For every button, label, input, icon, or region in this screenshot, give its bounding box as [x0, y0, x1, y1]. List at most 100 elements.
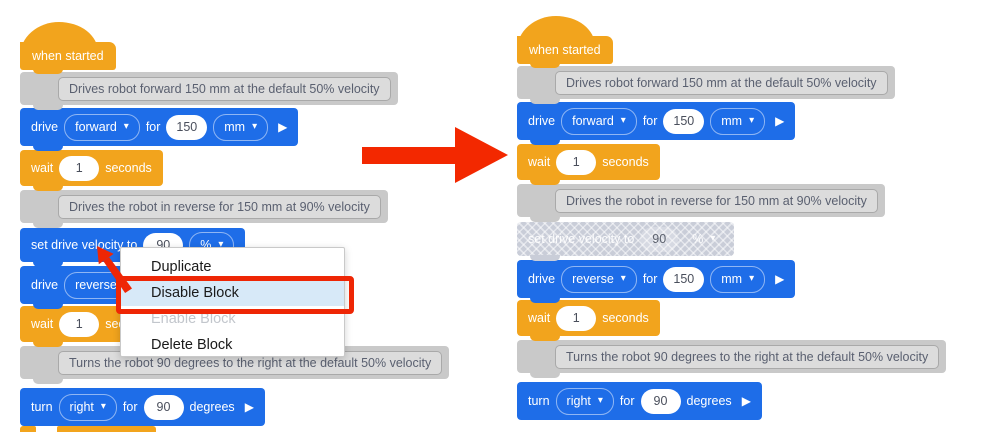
distance-input[interactable]: 150 — [166, 114, 208, 140]
direction-dropdown[interactable]: forward ▾ — [64, 113, 140, 141]
set-drive-velocity-block-disabled[interactable]: set drive velocity to 90 % ▾ — [517, 222, 734, 261]
comment-text: Drives robot forward 150 mm at the defau… — [58, 76, 391, 101]
block-label: for — [145, 120, 161, 134]
block-label: drive — [528, 272, 556, 286]
direction-dropdown[interactable]: right ▾ — [58, 393, 117, 421]
chevron-down-icon: ▾ — [123, 121, 129, 132]
menu-item-duplicate[interactable]: Duplicate — [151, 259, 212, 275]
comment-block[interactable]: Drives robot forward 150 mm at the defau… — [20, 72, 398, 110]
menu-item-delete-block[interactable]: Delete Block — [151, 337, 233, 353]
block-bump — [33, 185, 63, 191]
chevron-down-icon: ▾ — [597, 395, 603, 406]
block-bump — [530, 255, 560, 261]
partial-block — [20, 426, 36, 432]
expand-arrow-icon: ▶ — [278, 120, 288, 134]
block-label: for — [122, 400, 138, 414]
menu-item-enable-block[interactable]: Enable Block — [151, 311, 236, 327]
block-bump — [530, 179, 560, 185]
hat-label: when started — [529, 43, 601, 57]
block-bump — [33, 145, 63, 151]
direction-dropdown[interactable]: reverse ▾ — [561, 265, 637, 293]
expand-arrow-icon: ▶ — [244, 400, 254, 414]
turn-block[interactable]: turn right ▾ for 90 degrees ▶ — [20, 388, 265, 426]
block-label: for — [619, 394, 635, 408]
expand-arrow-icon: ▶ — [775, 272, 785, 286]
direction-dropdown[interactable]: right ▾ — [555, 387, 614, 415]
unit-dropdown[interactable]: mm ▾ — [710, 107, 766, 135]
dropdown-value: mm — [721, 114, 743, 128]
block-bump — [530, 335, 560, 341]
direction-dropdown[interactable]: forward ▾ — [561, 107, 637, 135]
block-bump — [33, 104, 63, 110]
block-label: turn — [31, 400, 53, 414]
comment-block[interactable]: Drives the robot in reverse for 150 mm a… — [20, 190, 388, 228]
wait-block[interactable]: wait 1 seconds — [20, 150, 163, 191]
hat-label: when started — [32, 49, 104, 63]
dropdown-value: % — [692, 232, 704, 246]
dropdown-value: mm — [721, 272, 743, 286]
drive-reverse-block[interactable]: drive reverse ▾ for 150 mm ▾ ▶ — [517, 260, 796, 303]
dropdown-value: right — [69, 400, 94, 414]
hat-body — [20, 42, 116, 70]
block-label: wait — [31, 161, 54, 175]
comment-block[interactable]: Drives robot forward 150 mm at the defau… — [517, 66, 895, 104]
block-label: degrees — [189, 400, 235, 414]
block-label: drive — [528, 114, 556, 128]
cursor-arrow-icon — [97, 246, 132, 293]
chevron-down-icon: ▾ — [100, 401, 106, 412]
transition-arrow-shaft — [362, 147, 457, 164]
chevron-down-icon: ▾ — [252, 121, 258, 132]
chevron-down-icon: ▾ — [620, 273, 626, 284]
dropdown-value: right — [566, 394, 591, 408]
dropdown-value: % — [200, 238, 212, 252]
comment-text: Drives the robot in reverse for 150 mm a… — [58, 194, 381, 219]
block-bump — [33, 222, 63, 228]
unit-dropdown[interactable]: mm ▾ — [213, 113, 269, 141]
highlight-rectangle — [116, 276, 354, 314]
distance-input[interactable]: 150 — [663, 266, 705, 292]
seconds-input[interactable]: 1 — [556, 149, 597, 175]
block-bump — [33, 68, 63, 74]
comment-text: Drives the robot in reverse for 150 mm a… — [555, 188, 878, 213]
wait-block[interactable]: wait 1 seconds — [517, 144, 660, 185]
hat-body — [517, 36, 613, 64]
chevron-down-icon: ▾ — [749, 115, 755, 126]
block-bump — [530, 216, 560, 222]
degrees-input[interactable]: 90 — [143, 394, 184, 420]
block-bump — [33, 303, 63, 309]
seconds-input[interactable]: 1 — [59, 311, 100, 337]
unit-dropdown[interactable]: % ▾ — [684, 232, 723, 246]
comment-block[interactable]: Turns the robot 90 degrees to the right … — [20, 346, 450, 384]
transition-arrow-icon — [455, 127, 508, 183]
context-menu: Duplicate Disable Block Enable Block Del… — [120, 247, 345, 357]
dropdown-value: mm — [224, 120, 246, 134]
comment-text: Drives robot forward 150 mm at the defau… — [555, 70, 888, 95]
chevron-down-icon: ▾ — [218, 239, 224, 250]
block-label: for — [642, 272, 658, 286]
comment-block[interactable]: Drives the robot in reverse for 150 mm a… — [517, 184, 885, 222]
when-started-block[interactable]: when started — [20, 22, 116, 74]
when-started-block[interactable]: when started — [517, 16, 613, 68]
block-label: turn — [528, 394, 550, 408]
drive-forward-block[interactable]: drive forward ▾ for 150 mm ▾ ▶ — [20, 108, 299, 151]
seconds-input[interactable]: 1 — [556, 305, 597, 331]
turn-block[interactable]: turn right ▾ for 90 degrees ▶ — [517, 382, 762, 420]
dropdown-value: reverse — [572, 272, 614, 286]
degrees-input[interactable]: 90 — [640, 388, 681, 414]
drive-forward-block[interactable]: drive forward ▾ for 150 mm ▾ ▶ — [517, 102, 796, 145]
block-label: drive — [31, 278, 59, 292]
block-bump — [530, 62, 560, 68]
seconds-input[interactable]: 1 — [59, 155, 100, 181]
block-label: degrees — [686, 394, 732, 408]
wait-block[interactable]: wait 1 seconds — [517, 300, 660, 341]
block-label: seconds — [105, 161, 152, 175]
chevron-down-icon: ▾ — [749, 273, 755, 284]
distance-input[interactable]: 150 — [663, 108, 705, 134]
unit-dropdown[interactable]: mm ▾ — [710, 265, 766, 293]
menu-item-disable-block[interactable]: Disable Block — [121, 280, 344, 306]
block-bump — [530, 139, 560, 145]
block-bump — [33, 378, 63, 384]
comment-block[interactable]: Turns the robot 90 degrees to the right … — [517, 340, 947, 378]
velocity-input[interactable]: 90 — [640, 226, 679, 252]
